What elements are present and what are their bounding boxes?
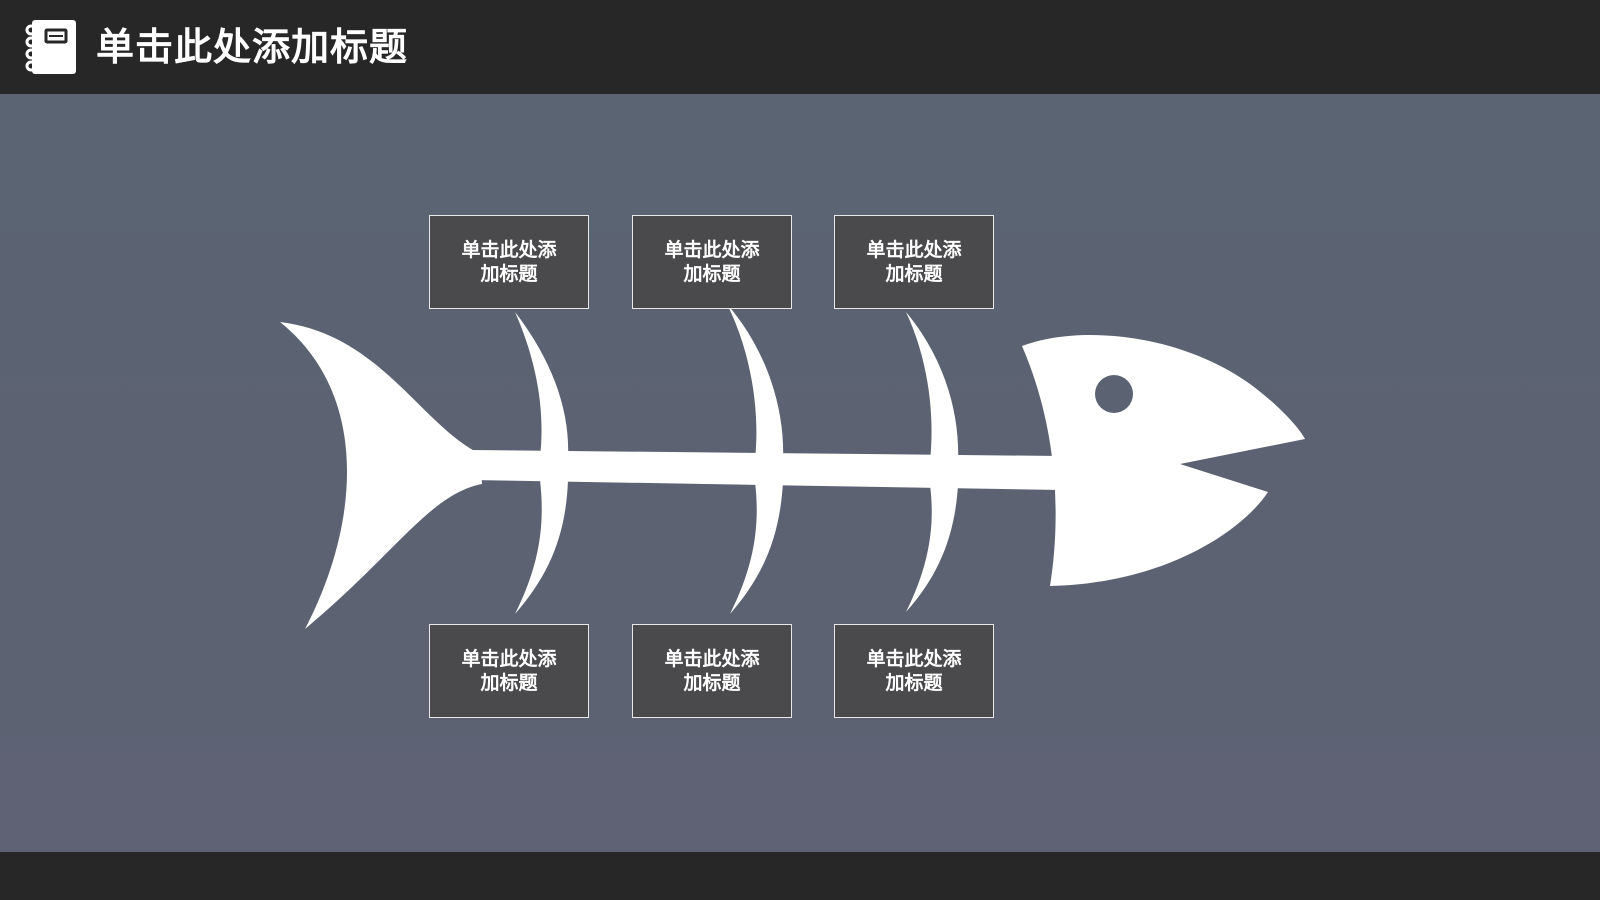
category-box-top-1[interactable]: 单击此处添加标题 (429, 215, 589, 309)
fish-spine (470, 450, 1060, 490)
footer-bar (0, 852, 1600, 900)
category-label: 单击此处添加标题 (866, 648, 962, 694)
rib-bottom-2 (730, 482, 783, 614)
category-box-bottom-3[interactable]: 单击此处添加标题 (834, 624, 994, 718)
category-box-top-3[interactable]: 单击此处添加标题 (834, 215, 994, 309)
page-title: 单击此处添加标题 (96, 25, 409, 69)
fishbone-diagram (280, 304, 1305, 629)
category-box-top-2[interactable]: 单击此处添加标题 (632, 215, 792, 309)
category-label: 单击此处添加标题 (664, 239, 760, 285)
category-box-bottom-1[interactable]: 单击此处添加标题 (429, 624, 589, 718)
rib-top-1 (515, 312, 569, 458)
rib-top-2 (727, 304, 784, 460)
category-label: 单击此处添加标题 (461, 239, 557, 285)
header-bar: 单击此处添加标题 (0, 0, 1600, 94)
fish-head (1022, 334, 1305, 586)
fish-tail (280, 322, 482, 629)
diagram-area: 单击此处添加标题 单击此处添加标题 单击此处添加标题 单击此处添加标题 单击此处… (0, 94, 1600, 852)
rib-bottom-3 (906, 485, 958, 612)
notebook-icon (25, 20, 76, 74)
category-label: 单击此处添加标题 (664, 648, 760, 694)
category-label: 单击此处添加标题 (866, 239, 962, 285)
category-box-bottom-2[interactable]: 单击此处添加标题 (632, 624, 792, 718)
category-label: 单击此处添加标题 (461, 648, 557, 694)
rib-top-3 (906, 312, 959, 462)
fish-eye (1095, 375, 1133, 413)
rib-bottom-1 (515, 480, 568, 614)
